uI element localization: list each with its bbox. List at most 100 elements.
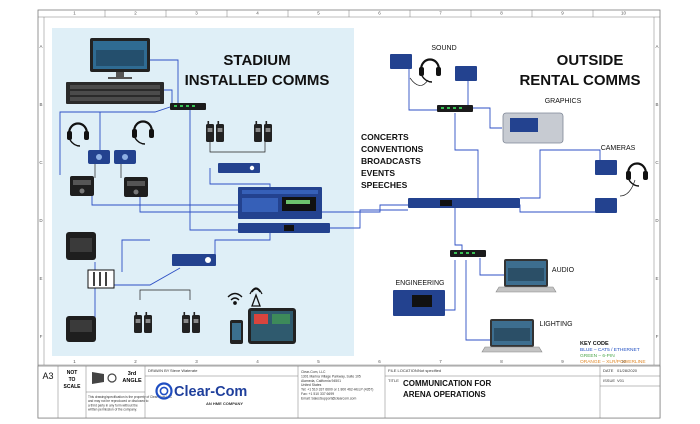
- grid-column-label: 9: [561, 359, 564, 364]
- grid-row-label: F: [40, 334, 43, 339]
- scale-text: TO: [69, 377, 76, 383]
- address-line: Alameda, California 94501: [301, 379, 341, 383]
- grid-column-label: 3: [195, 359, 198, 364]
- grid-column-label: 9: [561, 11, 564, 16]
- company-address: Clear-Com, LLC 1301 Marina Village Parkw…: [301, 370, 374, 400]
- grid-column-label: 8: [500, 11, 503, 16]
- keypanel-icon: [66, 316, 96, 342]
- interface-panel-icon: [595, 160, 617, 213]
- grid-column-label: 7: [439, 359, 442, 364]
- grid-column-label: 7: [439, 11, 442, 16]
- file-location-value: Not specified: [418, 368, 441, 373]
- beltpack-icon: [124, 177, 148, 197]
- address-line: Tel: +1 510 337 6600 or 1 800 462-HELP (…: [301, 388, 373, 392]
- keypanel-icon: [66, 232, 96, 260]
- interface-panel-icon: [218, 163, 260, 173]
- grid-row-label: B: [655, 102, 658, 107]
- phone-icon: [230, 320, 243, 344]
- ethernet-switch-icon: [450, 250, 486, 257]
- svg-text:Clear-Com, LLC 1301 Mari: Clear-Com, LLC 1301 Marina Village Parkw…: [301, 370, 374, 400]
- sheet-size: A3: [42, 371, 53, 381]
- grid-column-label: 6: [378, 359, 381, 364]
- engineering-label: ENGINEERING: [395, 280, 444, 287]
- clear-com-logo-icon: [155, 382, 173, 400]
- lighting-label: LIGHTING: [539, 321, 572, 328]
- scale-text: SCALE: [64, 384, 82, 390]
- file-location-label: FILE LOCATION: [388, 368, 418, 373]
- antenna-icon: [249, 287, 263, 307]
- audio-label: AUDIO: [552, 267, 575, 274]
- wifi-icon: [227, 292, 243, 305]
- drawing-title: ARENA OPERATIONS: [403, 390, 486, 399]
- wireless-transceiver-icon: [88, 150, 136, 164]
- disclaimer-text: This drawing/specification is the proper…: [88, 395, 173, 412]
- grid-row-label: D: [655, 218, 659, 223]
- date-label: DATE: [603, 368, 614, 373]
- title-label: TITLE: [388, 378, 399, 383]
- matrix-frame-icon: [238, 187, 322, 219]
- grid-column-label: 2: [134, 359, 137, 364]
- grid-column-label: 2: [134, 11, 137, 16]
- interface-panel-icon: [87, 269, 115, 289]
- scale-text: NOT: [67, 370, 78, 376]
- grid-column-label: 3: [195, 11, 198, 16]
- matrix-frame-icon: [393, 290, 445, 316]
- issue-label: ISSUE: [603, 378, 615, 383]
- event-type-item: BROADCASTS: [361, 156, 421, 166]
- matrix-frame-icon: [502, 112, 564, 144]
- event-types-list: CONCERTS CONVENTIONS BROADCASTS EVENTS S…: [361, 132, 424, 190]
- disclaimer-line: and may not be reproduced or disclosed t…: [88, 399, 149, 403]
- beltpack-icon: [70, 176, 94, 196]
- key-code-entry: GREEN – 6-PIN: [580, 353, 615, 359]
- grid-column-label: 8: [500, 359, 503, 364]
- stadium-heading-line2: INSTALLED COMMS: [185, 72, 330, 89]
- drawn-by-value: Steve Waterate: [170, 368, 198, 373]
- issue-value: V01: [617, 378, 625, 383]
- grid-row-label: B: [39, 102, 42, 107]
- title-block: [37, 365, 661, 419]
- grid-row-label: D: [39, 218, 43, 223]
- tablet-icon: [248, 308, 296, 344]
- svg-text:This drawing/specification is: This drawing/specification is the proper…: [88, 395, 173, 412]
- address-line: United States: [301, 383, 322, 387]
- grid-row-label: F: [656, 334, 659, 339]
- address-line: 1301 Marina Village Parkway, Suite 105: [301, 374, 361, 378]
- rack-server-icon: [66, 82, 164, 104]
- grid-row-label: E: [655, 276, 658, 281]
- key-code-title: KEY CODE: [580, 341, 609, 347]
- grid-column-label: 4: [256, 11, 259, 16]
- address-line: Email: SalesSupport@clearcom.com: [301, 396, 356, 400]
- laptop-icon: [495, 258, 557, 293]
- key-code-entry: ORANGE – XLR/POWERLINE: [580, 359, 646, 365]
- grid-row-label: A: [39, 44, 42, 49]
- address-line: Clear-Com, LLC: [301, 370, 326, 374]
- disclaimer-line: This drawing/specification is the proper…: [88, 395, 173, 399]
- date-value: 01/28/2020: [617, 368, 638, 373]
- angle-text: 3rd: [128, 371, 137, 377]
- projection-symbol-icon: [92, 372, 117, 384]
- address-line: Fax: +1 510 337 6699: [301, 392, 334, 396]
- grid-row-label: C: [655, 160, 659, 165]
- grid-row-label: E: [39, 276, 42, 281]
- event-type-item: CONVENTIONS: [361, 144, 424, 154]
- grid-column-label: 10: [621, 359, 627, 364]
- outside-heading-line1: OUTSIDE: [557, 52, 624, 69]
- disclaimer-line: a third party in any form without the: [88, 403, 138, 407]
- stadium-heading-line1: STADIUM: [223, 52, 290, 69]
- key-code-entry: BLUE – CAT5 / ETHERNET: [580, 347, 640, 353]
- monitor-icon: [90, 38, 150, 79]
- grid-column-label: 5: [317, 359, 320, 364]
- grid-column-label: 4: [256, 359, 259, 364]
- grid-column-label: 5: [317, 11, 320, 16]
- grid-row-label: A: [655, 44, 658, 49]
- sound-label: SOUND: [431, 45, 456, 52]
- ethernet-switch-icon: [437, 105, 473, 112]
- company-logo-text: Clear-Com: [174, 384, 247, 400]
- drawing-title: COMMUNICATION FOR: [403, 379, 492, 388]
- interface-panel-icon: [408, 198, 520, 208]
- event-type-item: EVENTS: [361, 168, 395, 178]
- grid-column-label: 6: [378, 11, 381, 16]
